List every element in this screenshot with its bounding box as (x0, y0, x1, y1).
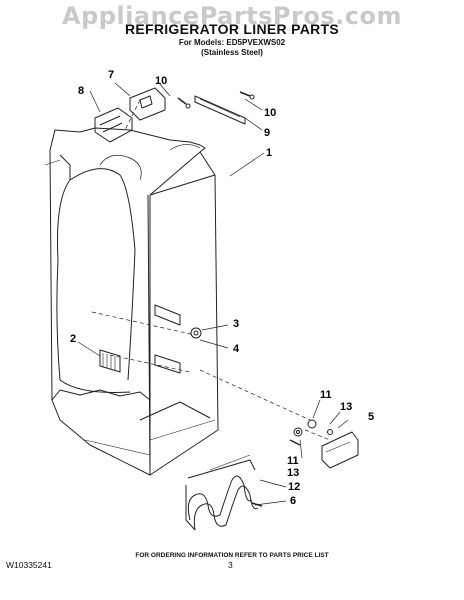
callout-5: 5 (368, 411, 374, 423)
part-8-housing[interactable] (94, 107, 133, 143)
callout-10-right: 10 (264, 107, 276, 119)
refrigerator-liner[interactable] (44, 127, 219, 476)
part-5-handle[interactable] (321, 431, 359, 469)
page-number: 3 (228, 560, 233, 570)
page-title: REFRIGERATOR LINER PARTS (124, 21, 340, 37)
callout-12: 12 (288, 481, 300, 493)
part-3-4-knob[interactable] (190, 327, 202, 339)
document-number: W10335241 (6, 560, 52, 570)
callout-2: 2 (70, 333, 76, 345)
part-12-heater-coil[interactable] (185, 454, 259, 531)
callout-3: 3 (233, 318, 239, 330)
callout-13-bottom: 13 (287, 467, 299, 479)
ordering-note: FOR ORDERING INFORMATION REFER TO PARTS … (135, 552, 329, 559)
callout-7: 7 (108, 69, 114, 81)
callout-8: 8 (78, 85, 84, 97)
part-10-screw-right[interactable] (239, 91, 255, 100)
callout-6: 6 (290, 495, 296, 507)
part-9-rail[interactable] (194, 95, 246, 125)
callout-13-top: 13 (340, 401, 352, 413)
part-11-13-washers[interactable] (289, 419, 333, 446)
part-2-vent[interactable] (99, 349, 121, 373)
part-6-screw[interactable] (251, 502, 263, 507)
callout-11-top: 11 (320, 389, 332, 401)
watermark: AppliancePartsPros.com (62, 2, 402, 30)
callout-4: 4 (233, 343, 240, 355)
callout-1: 1 (266, 147, 272, 159)
callout-9: 9 (264, 127, 270, 139)
models-subtitle: For Models: ED5PVEXWS02 (178, 38, 286, 47)
part-7-bracket[interactable] (129, 87, 166, 121)
part-10-screw-top[interactable] (177, 97, 191, 109)
callout-11-bottom: 11 (287, 455, 299, 467)
callout-10-top: 10 (155, 75, 167, 87)
finish-subtitle: (Stainless Steel) (201, 48, 263, 57)
